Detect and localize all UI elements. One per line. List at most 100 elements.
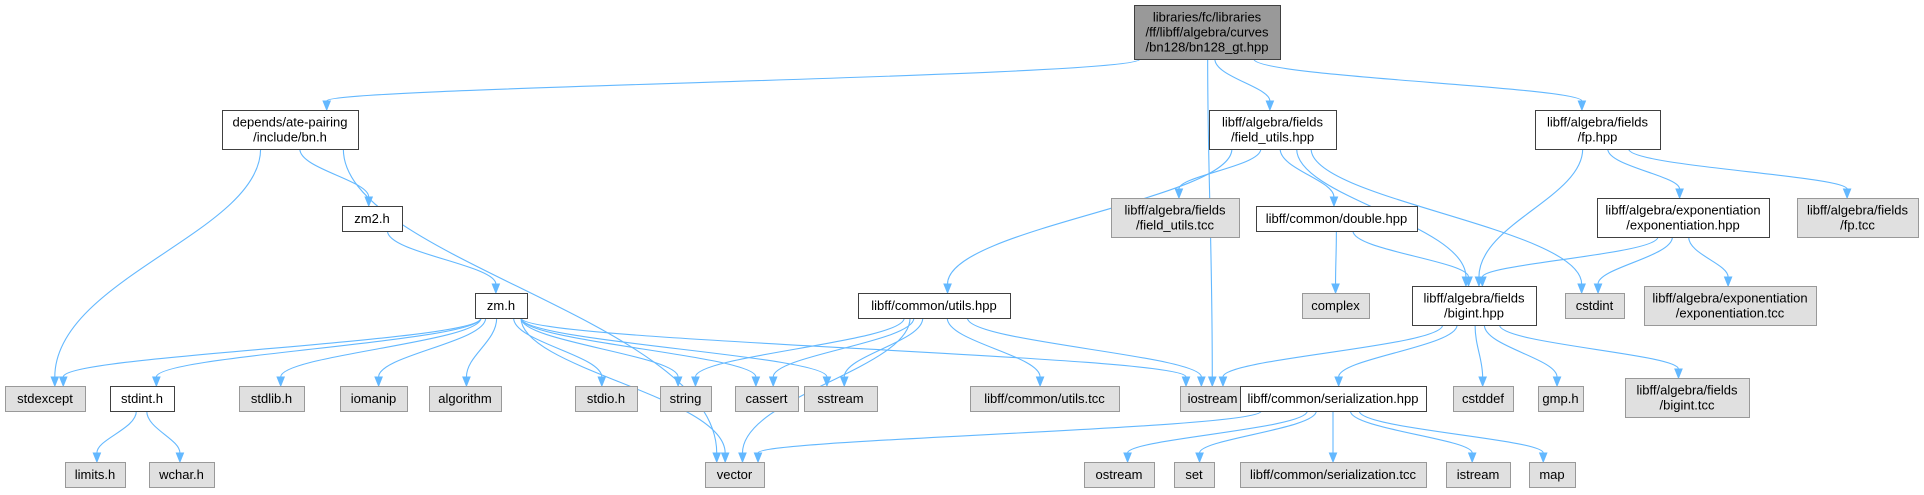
node-bigint-hpp[interactable]: libff/algebra/fields/bigint.hpp xyxy=(1412,286,1537,326)
node-limits-h[interactable]: limits.h xyxy=(65,462,126,488)
edge-double-hpp-to-complex xyxy=(1331,230,1340,295)
node-iostream[interactable]: iostream xyxy=(1180,386,1246,412)
edge-line xyxy=(1310,148,1583,285)
edge-line xyxy=(520,317,757,378)
node-box xyxy=(1174,462,1215,488)
node-label-line: /fp.hpp xyxy=(1578,130,1618,145)
node-cstdint[interactable]: cstdint xyxy=(1565,293,1625,319)
node-field-utils-hpp[interactable]: libff/algebra/fields/field_utils.hpp xyxy=(1209,110,1337,150)
node-label-line: zm.h xyxy=(487,298,515,313)
node-iomanip[interactable]: iomanip xyxy=(340,386,408,412)
node-label-line: /bn128/bn128_gt.hpp xyxy=(1146,40,1269,55)
node-vector[interactable]: vector xyxy=(705,462,765,488)
arrowhead-icon xyxy=(1035,376,1045,388)
node-label-line: /include/bn.h xyxy=(253,130,327,145)
node-stdlib-h[interactable]: stdlib.h xyxy=(239,386,305,412)
node-wchar-h[interactable]: wchar.h xyxy=(149,462,215,488)
node-box xyxy=(1412,286,1537,326)
node-fp-tcc[interactable]: libff/algebra/fields/fp.tcc xyxy=(1797,198,1919,238)
edge-bigint-hpp-to-serialization-hpp xyxy=(1334,324,1458,388)
node-box xyxy=(1644,286,1817,326)
node-utils-tcc[interactable]: libff/common/utils.tcc xyxy=(970,386,1120,412)
node-box xyxy=(1240,462,1427,488)
edge-exponentiation-hpp-to-exponentiation-tcc xyxy=(1688,236,1733,288)
arrowhead-icon xyxy=(943,283,952,295)
arrowhead-icon xyxy=(1195,452,1204,464)
edge-line xyxy=(1338,324,1458,378)
node-exponentiation-hpp[interactable]: libff/algebra/exponentiation/exponentiat… xyxy=(1597,198,1770,238)
node-map[interactable]: map xyxy=(1529,462,1576,488)
edge-line xyxy=(1358,410,1544,454)
arrowhead-icon xyxy=(1464,276,1473,288)
edge-serialization-hpp-to-ostream xyxy=(1123,410,1308,464)
node-stdexcept[interactable]: stdexcept xyxy=(5,386,86,412)
edge-root-to-bn-h xyxy=(322,58,1141,112)
edge-line xyxy=(946,148,1233,285)
edge-line xyxy=(299,148,370,198)
node-gmp-h[interactable]: gmp.h xyxy=(1538,386,1584,412)
edge-line xyxy=(520,317,828,378)
node-box xyxy=(1209,110,1337,150)
node-set[interactable]: set xyxy=(1174,462,1215,488)
edge-line xyxy=(155,317,482,378)
node-ostream[interactable]: ostream xyxy=(1084,462,1155,488)
node-exponentiation-tcc[interactable]: libff/algebra/exponentiation/exponentiat… xyxy=(1644,286,1817,326)
edge-line xyxy=(1628,148,1848,190)
edge-line xyxy=(1352,230,1470,278)
edge-line xyxy=(1474,324,1484,378)
node-algorithm[interactable]: algorithm xyxy=(429,386,502,412)
node-bn-h[interactable]: depends/ate-pairing/include/bn.h xyxy=(222,110,359,150)
node-box xyxy=(858,293,1011,319)
edge-line xyxy=(513,317,603,378)
node-label-line: stdint.h xyxy=(121,391,163,406)
node-label-line: libff/algebra/exponentiation xyxy=(1605,203,1760,218)
node-label-line: vector xyxy=(717,467,753,482)
node-field-utils-tcc[interactable]: libff/algebra/fields/field_utils.tcc xyxy=(1111,198,1240,238)
edge-line xyxy=(966,317,1202,378)
arrowhead-icon xyxy=(1723,276,1733,288)
edge-line xyxy=(1607,148,1681,190)
node-bigint-tcc[interactable]: libff/algebra/fields/bigint.tcc xyxy=(1625,378,1750,418)
node-box xyxy=(475,293,528,319)
node-label-line: limits.h xyxy=(75,467,115,482)
node-stdint-h[interactable]: stdint.h xyxy=(110,386,175,412)
arrowhead-icon xyxy=(276,376,286,388)
node-istream[interactable]: istream xyxy=(1446,462,1511,488)
node-serialization-tcc[interactable]: libff/common/serialization.tcc xyxy=(1240,462,1427,488)
arrowhead-icon xyxy=(491,283,501,295)
node-label-line: depends/ate-pairing xyxy=(233,115,348,130)
edge-exponentiation-hpp-to-cstdint xyxy=(1593,236,1673,295)
node-double-hpp[interactable]: libff/common/double.hpp xyxy=(1256,206,1418,232)
node-complex[interactable]: complex xyxy=(1302,293,1370,319)
node-stdio-h[interactable]: stdio.h xyxy=(575,386,638,412)
arrowhead-icon xyxy=(753,452,763,464)
node-box xyxy=(342,206,403,232)
edge-bigint-hpp-to-iostream xyxy=(1218,324,1444,388)
node-zm2-h[interactable]: zm2.h xyxy=(342,206,403,232)
edge-double-hpp-to-bigint-hpp xyxy=(1352,230,1473,288)
edge-zm2-h-to-zm-h xyxy=(386,230,501,295)
node-utils-hpp[interactable]: libff/common/utils.hpp xyxy=(858,293,1011,319)
node-box xyxy=(1302,293,1370,319)
edge-line xyxy=(1253,58,1583,102)
edge-zm-h-to-stdlib-h xyxy=(276,317,482,388)
node-cassert[interactable]: cassert xyxy=(735,386,799,412)
node-zm-h[interactable]: zm.h xyxy=(475,293,528,319)
node-root[interactable]: libraries/fc/libraries/ff/libff/algebra/… xyxy=(1134,5,1281,60)
node-label-line: libff/algebra/fields xyxy=(1547,115,1648,130)
edge-line xyxy=(54,148,262,378)
edge-bigint-hpp-to-bigint-tcc xyxy=(1499,324,1683,380)
node-box xyxy=(149,462,215,488)
arrowhead-icon xyxy=(839,376,849,388)
arrowhead-icon xyxy=(1842,188,1852,200)
node-label-line: libff/common/serialization.tcc xyxy=(1250,467,1416,482)
node-cstddef[interactable]: cstddef xyxy=(1453,386,1514,412)
node-sstream[interactable]: sstream xyxy=(804,386,878,412)
edge-line xyxy=(946,317,1041,378)
node-label-line: set xyxy=(1185,467,1203,482)
node-serialization-hpp[interactable]: libff/common/serialization.hpp xyxy=(1240,386,1427,412)
node-fp-hpp[interactable]: libff/algebra/fields/fp.hpp xyxy=(1535,110,1661,150)
arrowhead-icon xyxy=(1538,452,1548,464)
edge-bn-h-to-zm2-h xyxy=(299,148,374,208)
node-string[interactable]: string xyxy=(660,386,712,412)
